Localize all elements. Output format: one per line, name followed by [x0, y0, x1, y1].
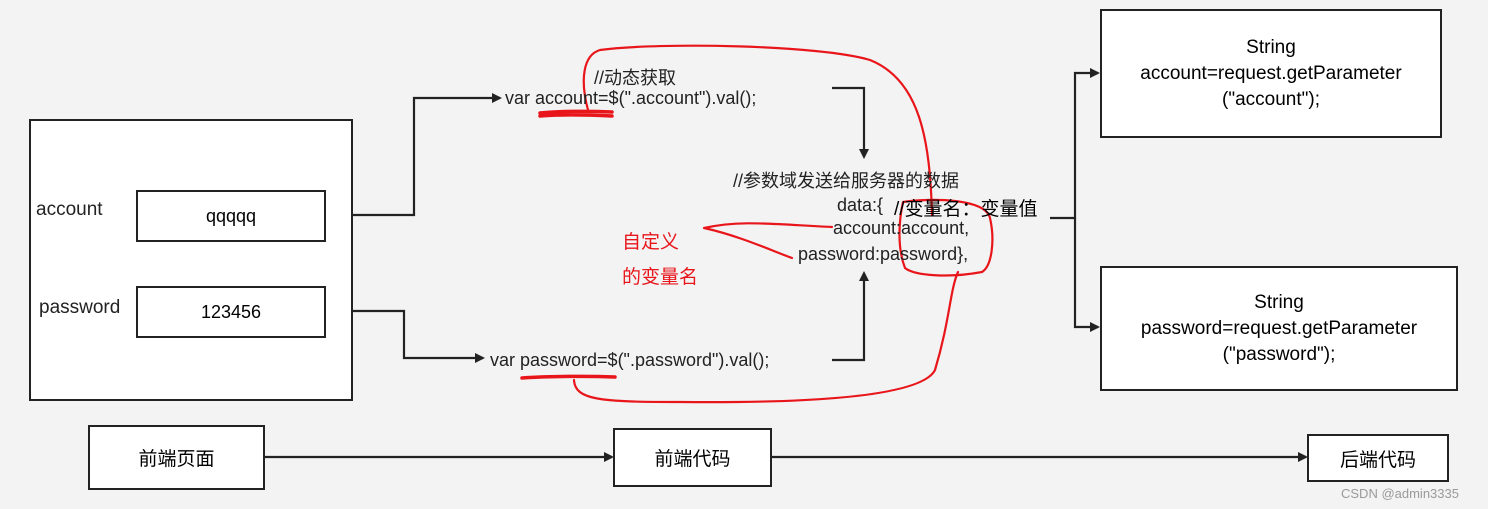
comment-params: //参数域发送给服务器的数据 [733, 171, 960, 191]
backend-password-box: String password=request.getParameter ("p… [1100, 266, 1458, 391]
backend-account-box: String account=request.getParameter ("ac… [1100, 9, 1442, 138]
watermark: CSDN @admin3335 [1341, 486, 1459, 501]
js-account-line: var account=$(".account").val(); [505, 88, 757, 108]
comment-dynamic: //动态获取 [594, 68, 677, 88]
arrow-account-to-js [326, 93, 502, 217]
data-open: data:{ [837, 195, 884, 215]
data-password-line: password:password}, [798, 244, 969, 264]
form-panel [29, 119, 353, 401]
arrow-password-to-js [326, 309, 485, 363]
backend-password-line-1: String [1254, 291, 1304, 313]
account-input[interactable]: qqqqq [136, 190, 326, 242]
annotation-line-1: 自定义 [622, 232, 680, 253]
js-password-line: var password=$(".password").val(); [490, 350, 770, 370]
annotation-line-2: 的变量名 [622, 267, 699, 288]
data-account-line: account:account, [833, 218, 970, 238]
arrow-data-to-backend-password [1073, 218, 1100, 332]
red-underline-password [520, 374, 617, 380]
red-circle-values [898, 198, 994, 277]
red-curve-password [572, 270, 960, 404]
flow-frontend-code: 前端代码 [613, 428, 772, 487]
backend-account-line-1: String [1246, 36, 1296, 58]
red-underline-account [538, 109, 614, 118]
arrow-js-password-to-data [832, 271, 869, 362]
backend-account-line-3: ("account"); [1222, 88, 1320, 110]
arrow-js-account-to-data [832, 86, 869, 159]
flow-backend-code: 后端代码 [1307, 434, 1449, 482]
backend-account-line-2: account=request.getParameter [1140, 62, 1402, 84]
data-comment: //变量名：变量值 [894, 199, 1038, 220]
red-bracket-keys [702, 222, 834, 260]
flow-frontend-page: 前端页面 [88, 425, 265, 490]
backend-password-line-2: password=request.getParameter [1140, 317, 1418, 339]
arrow-data-to-backend-account [1050, 68, 1100, 220]
red-curve-account [582, 44, 934, 217]
password-input[interactable]: 123456 [136, 286, 326, 338]
account-label: account [36, 199, 103, 220]
backend-password-line-3: ("password"); [1222, 343, 1336, 365]
password-label: password [39, 297, 121, 318]
